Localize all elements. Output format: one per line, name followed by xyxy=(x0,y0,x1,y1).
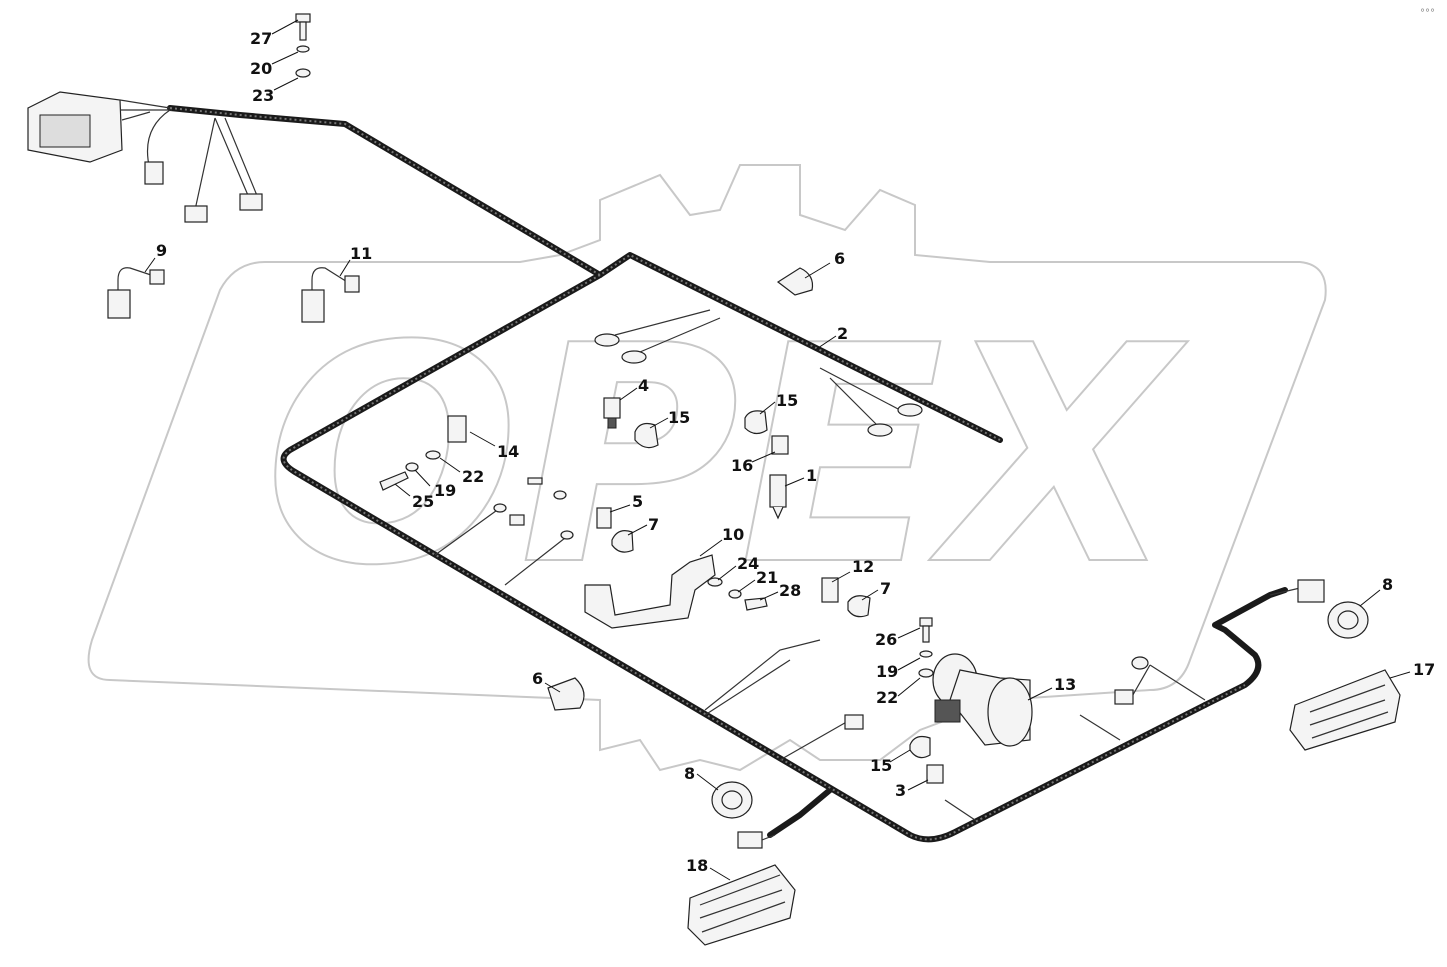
switch-12 xyxy=(821,577,839,603)
lamp-17 xyxy=(1289,669,1401,751)
callout-13: 13 xyxy=(1054,675,1076,694)
callout-5: 5 xyxy=(632,492,643,511)
branch-connectors xyxy=(144,109,263,223)
callout-12: 12 xyxy=(852,557,874,576)
callout-4: 4 xyxy=(638,376,649,395)
grommet-8-right xyxy=(1327,601,1369,639)
switch-4 xyxy=(603,397,621,429)
watermark-text: OPEX xyxy=(264,282,1188,631)
corner-mark: °°° xyxy=(1420,8,1435,19)
callout-22: 22 xyxy=(876,688,898,707)
cap-7-b xyxy=(847,595,871,618)
callout-8: 8 xyxy=(684,764,695,783)
pin-and-washer xyxy=(527,477,567,500)
main-connector xyxy=(27,91,172,163)
callout-7: 7 xyxy=(648,515,659,534)
callout-22: 22 xyxy=(462,467,484,486)
callout-6: 6 xyxy=(532,669,543,688)
cap-7-a xyxy=(611,530,634,553)
callout-19: 19 xyxy=(434,481,456,500)
valve-14 xyxy=(447,415,467,443)
switch-5 xyxy=(596,507,612,529)
callout-20: 20 xyxy=(250,59,272,78)
callout-15: 15 xyxy=(776,391,798,410)
callout-18: 18 xyxy=(686,856,708,875)
cap-15-b xyxy=(744,410,768,435)
callout-8: 8 xyxy=(1382,575,1393,594)
wires-center-bottom xyxy=(704,639,864,761)
callout-28: 28 xyxy=(779,581,801,600)
switch-16 xyxy=(771,435,789,455)
bolt-stack-26 xyxy=(918,617,934,678)
sensor-1 xyxy=(769,474,787,520)
callouts: 27 20 23 9 11 6 2 4 15 15 16 1 14 22 19 … xyxy=(156,29,1435,875)
callout-16: 16 xyxy=(731,456,753,475)
sensor-9 xyxy=(107,267,165,319)
bolt-stack-top xyxy=(295,13,311,78)
callout-26: 26 xyxy=(875,630,897,649)
cap-15-c xyxy=(909,735,931,759)
short-wires-center xyxy=(434,503,574,586)
watermark: OPEX xyxy=(87,164,1327,772)
leader-lines xyxy=(144,19,1411,881)
main-harness xyxy=(167,105,1288,843)
callout-27: 27 xyxy=(250,29,272,48)
bolt-25 xyxy=(379,471,409,491)
callout-6: 6 xyxy=(834,249,845,268)
callout-17: 17 xyxy=(1413,660,1435,679)
watermark-gear xyxy=(87,164,1327,772)
ring-terminals xyxy=(594,309,923,437)
callout-9: 9 xyxy=(156,241,167,260)
callout-21: 21 xyxy=(756,568,778,587)
horn-13 xyxy=(932,653,1033,747)
washers-22-19 xyxy=(405,450,441,472)
connector-right-8 xyxy=(1269,579,1325,603)
callout-24: 24 xyxy=(737,554,759,573)
lamp-18 xyxy=(687,864,796,946)
cap-15-a xyxy=(634,422,659,449)
callout-14: 14 xyxy=(497,442,519,461)
sensor-11 xyxy=(301,267,360,323)
grommet-8-bottom xyxy=(711,781,753,819)
clip-6-bottom xyxy=(547,677,585,711)
callout-7: 7 xyxy=(880,579,891,598)
fasteners-24-21-28 xyxy=(707,577,768,611)
callout-19: 19 xyxy=(876,662,898,681)
wires-right xyxy=(1079,656,1206,741)
connector-bottom xyxy=(737,831,776,849)
callout-23: 23 xyxy=(252,86,274,105)
callout-15: 15 xyxy=(668,408,690,427)
callout-25: 25 xyxy=(412,492,434,511)
callout-1: 1 xyxy=(806,466,817,485)
callout-10: 10 xyxy=(722,525,744,544)
bracket-10 xyxy=(584,554,716,629)
switch-3 xyxy=(926,764,976,821)
callout-15: 15 xyxy=(870,756,892,775)
clip-6-top xyxy=(776,267,814,296)
callout-11: 11 xyxy=(350,244,372,263)
callout-2: 2 xyxy=(837,324,848,343)
callout-3: 3 xyxy=(895,781,906,800)
